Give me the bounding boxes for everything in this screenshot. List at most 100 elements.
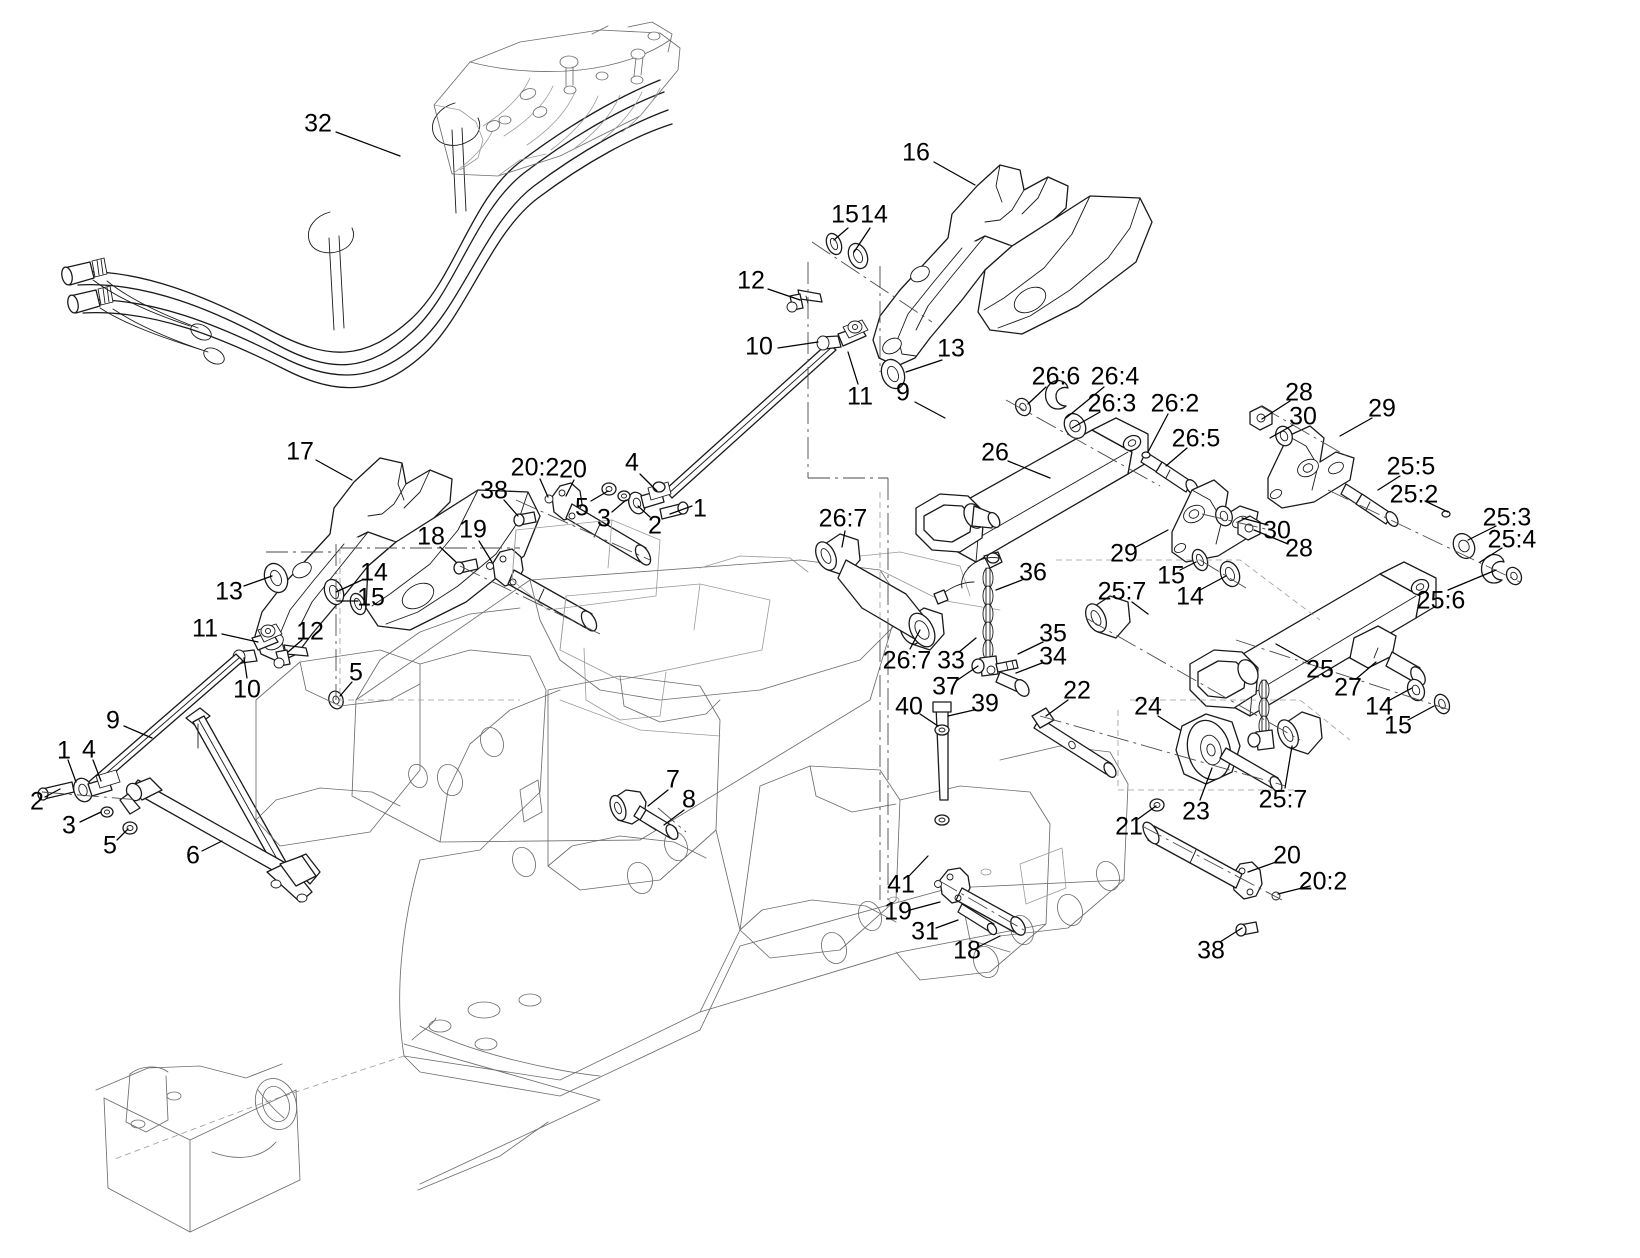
callout-number-24: 24 [1134,692,1162,721]
callout-number-14: 14 [1176,582,1204,611]
part-29-brackets [1171,405,1355,563]
callout-number-32: 32 [304,109,332,138]
callout-number-26-5: 26:5 [1171,424,1221,453]
callout-number-5: 5 [349,658,363,687]
part-27-pin [1349,625,1451,715]
part-20-pin-upper [513,482,652,566]
callout-number-17: 17 [286,437,314,466]
part-25-7-bushings [1085,595,1323,755]
callout-number-20-2: 20:2 [1298,867,1348,896]
callout-number-14: 14 [1365,692,1393,721]
callout-number-4: 4 [82,735,96,764]
callout-number-26: 26 [981,438,1009,467]
part-12-clevis-upper [786,289,823,313]
part-25-2-setscrew [1441,510,1451,518]
callout-number-7: 7 [666,765,680,794]
callout-number-20: 20 [1273,841,1301,870]
callout-number-26-7: 26:7 [818,504,868,533]
part-24-roller [1149,713,1283,812]
callout-number-39: 39 [971,689,999,718]
callout-number-10: 10 [233,675,261,704]
callout-number-5: 5 [103,831,117,860]
part-39-40-bolt [932,701,952,826]
callout-number-26-4: 26:4 [1090,362,1140,391]
part-7-8-bushing-bolt [609,789,679,841]
callout-number-15: 15 [1384,711,1412,740]
callout-number-3: 3 [62,811,76,840]
callout-number-2: 2 [648,511,662,540]
callout-number-6: 6 [186,841,200,870]
callout-number-22: 22 [1063,676,1091,705]
callout-number-25: 25 [1306,655,1334,684]
callout-number-30: 30 [1289,402,1317,431]
callout-number-16: 16 [902,138,930,167]
callout-number-20: 20 [559,455,587,484]
part-6-bellcrank [119,707,321,903]
callout-number-9: 9 [896,378,910,407]
callout-number-25-6: 25:6 [1416,586,1466,615]
callout-number-1: 1 [693,494,707,523]
callout-number-26-6: 26:6 [1031,362,1081,391]
part-20-2-pin [544,494,554,504]
part-32-hose-assembly [61,79,673,389]
part-16-upper-loader-arm [872,164,1153,367]
part-chain-right [1247,679,1275,751]
callout-number-18: 18 [953,936,981,965]
callout-number-15: 15 [357,583,385,612]
callout-number-25-7: 25:7 [1258,785,1308,814]
callout-number-40: 40 [895,692,923,721]
callout-number-38: 38 [1197,936,1225,965]
callout-number-25-5: 25:5 [1386,452,1436,481]
callout-number-4: 4 [625,448,639,477]
callout-number-41: 41 [887,870,915,899]
machine-upper-body-reference [433,21,681,177]
callout-number-26-3: 26:3 [1087,389,1137,418]
callout-number-1: 1 [57,736,71,765]
part-21-nut [1149,798,1165,812]
part-26-left-lift-cylinder [815,379,1199,651]
callout-number-34: 34 [1039,642,1067,671]
callout-number-15: 15 [831,200,859,229]
callout-number-14: 14 [360,558,388,587]
callout-number-9: 9 [106,706,120,735]
callout-number-28: 28 [1285,378,1313,407]
callout-number-25-4: 25:4 [1487,525,1537,554]
callout-number-3: 3 [597,504,611,533]
part-22-bolt [1031,707,1117,778]
callout-number-18: 18 [417,522,445,551]
callout-number-33: 33 [937,646,965,675]
callout-number-15: 15 [1157,561,1185,590]
callout-number-27: 27 [1334,673,1362,702]
callout-number-25-7: 25:7 [1097,577,1147,606]
callout-number-28: 28 [1285,534,1313,563]
part-19-31-18-pin-lower-right [934,867,1026,936]
callout-number-35: 35 [1039,619,1067,648]
callout-number-36: 36 [1019,558,1047,587]
callout-number-29: 29 [1368,394,1396,423]
callout-number-12: 12 [296,617,324,646]
callout-number-29: 29 [1110,539,1138,568]
callout-number-14: 14 [860,200,888,229]
callout-number-19: 19 [884,897,912,926]
callout-number-30: 30 [1263,516,1291,545]
part-9-10-11-upper-rod [664,319,869,499]
callout-number-38: 38 [480,476,508,505]
callout-number-20-2: 20:2 [510,453,560,482]
callout-number-25-2: 25:2 [1389,480,1439,509]
callout-number-5: 5 [575,493,589,522]
callout-number-10: 10 [745,332,773,361]
callout-number-26-7: 26:7 [882,646,932,675]
callout-number-11: 11 [847,382,873,411]
callout-number-8: 8 [682,785,696,814]
callout-number-11: 11 [192,614,218,643]
callout-number-23: 23 [1182,797,1210,826]
callout-number-26-2: 26:2 [1150,389,1200,418]
callout-number-2: 2 [30,787,44,816]
callout-number-21: 21 [1115,812,1143,841]
part-36-chain-assembly [933,551,1030,697]
callout-number-31: 31 [911,917,939,946]
callout-number-13: 13 [215,577,243,606]
